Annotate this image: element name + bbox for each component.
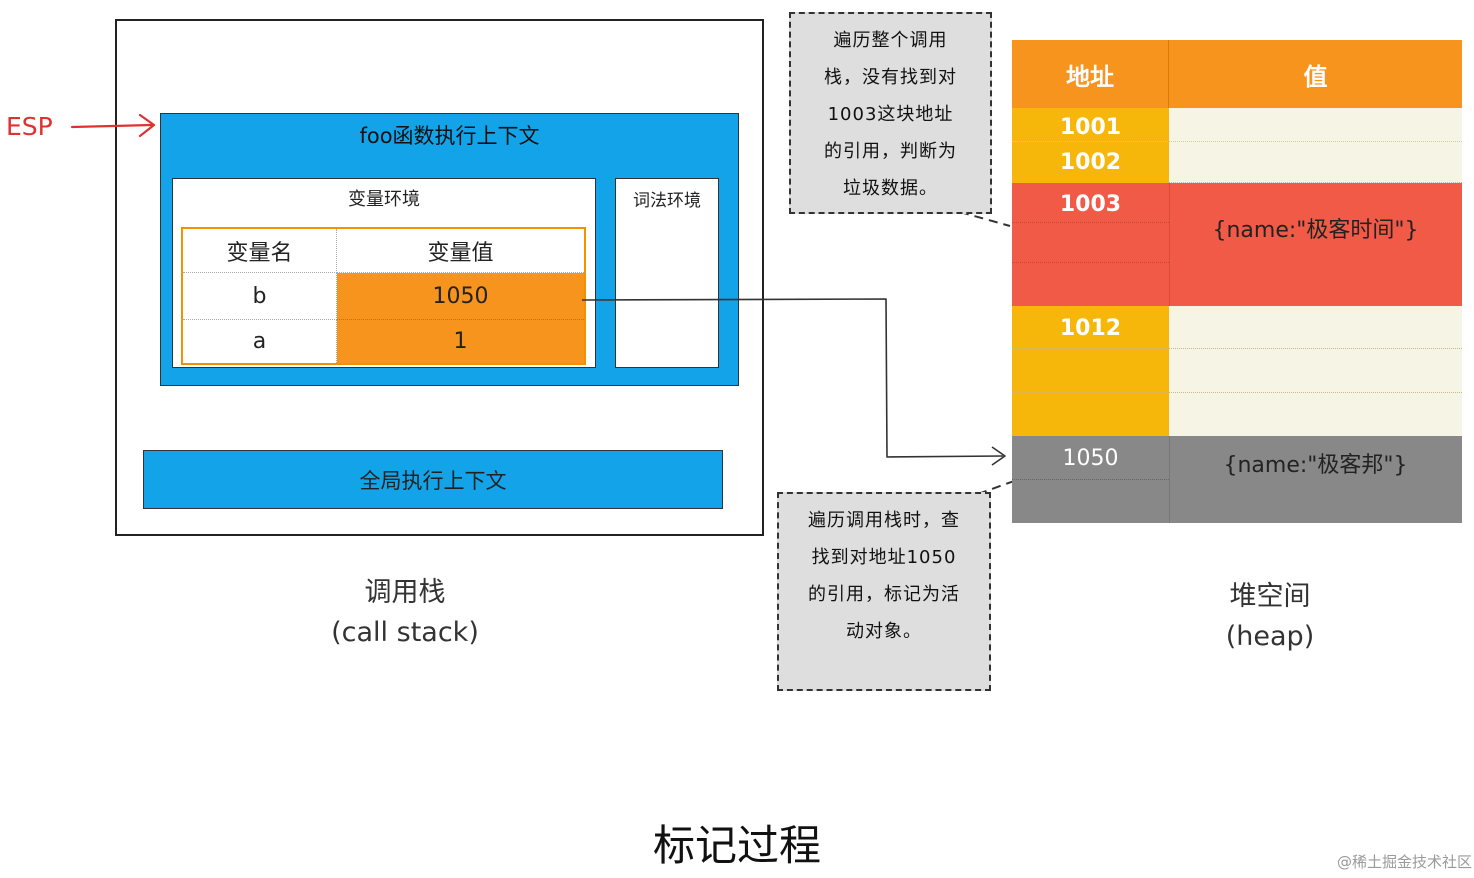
heap-address-1050: 1050	[1062, 445, 1119, 471]
call-stack-caption: 调用栈 (call stack)	[290, 573, 520, 653]
heap-table: 地址 值 1001 1002 1003 {name:"极客时间"} 1012 1…	[1012, 40, 1462, 523]
callout-active-note: 遍历调用栈时，查 找到对地址1050 的引用，标记为活 动对象。	[777, 492, 991, 691]
variable-value-a: 1	[337, 320, 584, 363]
callout-line: 栈，没有找到对	[824, 67, 957, 88]
heap-header-value: 值	[1303, 62, 1328, 91]
heap-caption-en: (heap)	[1225, 621, 1315, 652]
variable-table: 变量名 变量值 b 1050 a 1	[181, 227, 586, 365]
callout-line: 垃圾数据。	[843, 178, 938, 199]
heap-address-cells-1012	[1012, 306, 1169, 436]
call-stack-frame	[115, 19, 764, 536]
variable-value-b: 1050	[337, 273, 584, 320]
heap-row-divider	[1012, 348, 1462, 349]
callout-line: 动对象。	[846, 621, 922, 642]
lexical-environment-label: 词法环境	[633, 190, 701, 211]
heap-row-divider	[1012, 222, 1169, 223]
heap-address-1012: 1012	[1059, 315, 1122, 341]
callout-line: 的引用，标记为活	[808, 584, 960, 605]
callout-line: 遍历整个调用	[833, 30, 948, 51]
variable-environment-label: 变量环境	[348, 189, 420, 210]
lexical-environment	[615, 178, 719, 368]
heap-value-1003: {name:"极客时间"}	[1212, 218, 1419, 243]
heap-value-cells-1012	[1169, 306, 1462, 436]
esp-arrow	[70, 113, 156, 138]
reference-arrow	[581, 298, 1006, 466]
variable-name-a: a	[183, 320, 337, 363]
call-stack-caption-en: (call stack)	[331, 617, 479, 648]
callout-line: 遍历调用栈时，查	[808, 510, 960, 531]
callout-line: 找到对地址1050	[811, 547, 957, 568]
esp-label: ESP	[6, 111, 53, 141]
watermark: @稀土掘金技术社区	[1336, 852, 1472, 871]
diagram-title: 标记过程	[652, 820, 821, 870]
callout-garbage-note: 遍历整个调用 栈，没有找到对 1003这块地址 的引用，判断为 垃圾数据。	[789, 12, 992, 214]
heap-garbage-block	[1012, 183, 1462, 306]
heap-row-divider	[1012, 262, 1169, 263]
column-header-value: 变量值	[337, 229, 584, 273]
column-header-name: 变量名	[183, 229, 337, 273]
heap-row-divider	[1012, 479, 1169, 480]
callout-pointers	[959, 211, 1029, 495]
call-stack-caption-zh: 调用栈	[364, 577, 446, 608]
heap-value-cells-1001-1002	[1169, 108, 1462, 183]
heap-header-row	[1012, 40, 1462, 108]
global-execution-context: 全局执行上下文	[143, 450, 723, 509]
heap-value-1050: {name:"极客邦"}	[1223, 453, 1408, 478]
foo-context-title: foo函数执行上下文	[359, 124, 540, 148]
heap-header-address: 地址	[1012, 40, 1169, 108]
heap-caption: 堆空间 (heap)	[1170, 577, 1370, 657]
heap-row-divider	[1012, 392, 1462, 393]
heap-caption-zh: 堆空间	[1229, 581, 1311, 612]
heap-column-divider	[1169, 436, 1170, 523]
heap-row-divider	[1012, 141, 1462, 142]
heap-address-1001: 1001	[1059, 114, 1122, 140]
callout-line: 的引用，判断为	[824, 141, 957, 162]
heap-address-1002: 1002	[1059, 149, 1122, 175]
variable-name-b: b	[183, 273, 337, 320]
heap-address-cells-1001-1002	[1012, 108, 1169, 183]
callout-line: 1003这块地址	[827, 104, 954, 125]
heap-column-divider	[1169, 183, 1170, 306]
heap-address-1003: 1003	[1059, 191, 1122, 217]
